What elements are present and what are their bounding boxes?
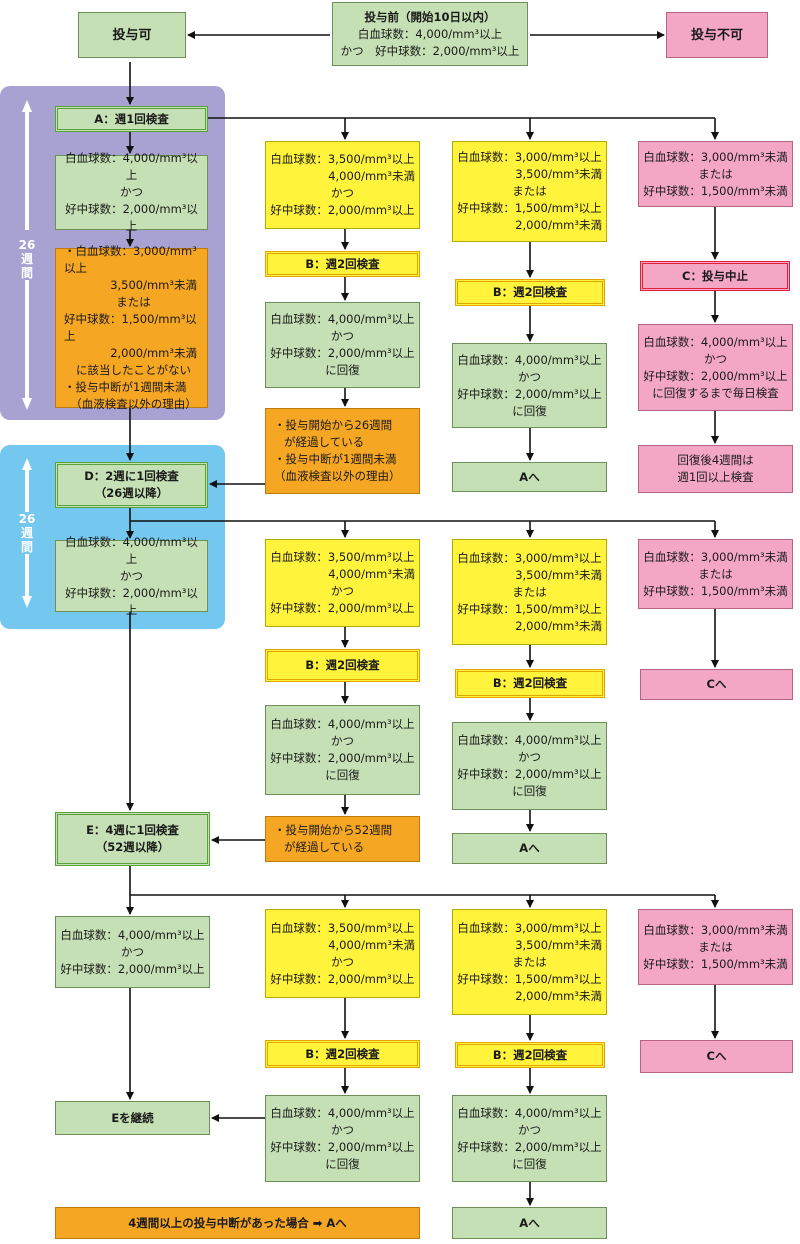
- phase-a-severe-decrease: 白血球数：3,000/mm³未満または好中球数：1,500/mm³未満: [638, 141, 793, 207]
- phase-d-to-c: Cへ: [640, 669, 793, 700]
- phase-d-to-a: Aへ: [452, 833, 607, 864]
- phase-d-step-b-col2: B：週2回検査: [265, 649, 420, 682]
- phase-e-normal-counts: 白血球数：4,000/mm³以上かつ好中球数：2,000/mm³以上: [55, 916, 210, 988]
- phase-a-step-b-col2: B：週2回検査: [265, 251, 420, 277]
- phase-a-to-a: Aへ: [452, 462, 607, 492]
- phase-e-severe-decrease: 白血球数：3,000/mm³未満または好中球数：1,500/mm³未満: [638, 909, 793, 985]
- interruption-note: 4週間以上の投与中断があった場合 ➡ Aへ: [55, 1207, 420, 1239]
- phase-c-daily-check: 白血球数：4,000/mm³以上かつ 好中球数：2,000/mm³以上に回復する…: [638, 324, 793, 411]
- step-a-header: A：週1回検査: [55, 106, 208, 132]
- phase-d-duration-arrow: [22, 458, 32, 608]
- dose-ok-box: 投与可: [78, 12, 186, 58]
- phase-a-duration-arrow: [22, 100, 32, 410]
- phase-d-recovery-col3: 白血球数：4,000/mm³以上かつ 好中球数：2,000/mm³以上に回復: [452, 722, 607, 810]
- phase-e-continue: Eを継続: [55, 1101, 210, 1135]
- phase-e-to-a: Aへ: [452, 1207, 607, 1239]
- phase-e-step-b-col2: B：週2回検査: [265, 1040, 420, 1068]
- step-e-header: E：4週に1回検査（52週以降）: [55, 812, 210, 866]
- phase-a-step-b-col3: B：週2回検査: [455, 279, 605, 306]
- phase-a-transition-conditions: ・白血球数：3,000/mm³以上 3,500/mm³未満 または 好中球数：1…: [55, 244, 208, 411]
- phase-d-to-e-conditions: ・投与開始から52週間が経過している: [265, 816, 420, 862]
- phase-e-to-c: Cへ: [640, 1040, 793, 1073]
- phase-c-after-recovery: 回復後4週間は週1回以上検査: [638, 445, 793, 493]
- dose-ng-box: 投与不可: [666, 12, 768, 58]
- phase-a-recovery-col2: 白血球数：4,000/mm³以上かつ 好中球数：2,000/mm³以上に回復: [265, 302, 420, 388]
- phase-a-recovery-col3: 白血球数：4,000/mm³以上かつ 好中球数：2,000/mm³以上に回復: [452, 343, 607, 428]
- phase-e-step-b-col3: B：週2回検査: [455, 1042, 605, 1068]
- phase-d-step-b-col3: B：週2回検査: [455, 669, 605, 698]
- phase-d-severe-decrease: 白血球数：3,000/mm³未満または好中球数：1,500/mm³未満: [638, 539, 793, 609]
- phase-a-normal-counts: 白血球数：4,000/mm³以上かつ好中球数：2,000/mm³以上: [55, 151, 208, 233]
- phase-e-recovery-col3: 白血球数：4,000/mm³以上かつ 好中球数：2,000/mm³以上に回復: [452, 1095, 607, 1182]
- phase-a-to-d-conditions: ・投与開始から26週間が経過している ・投与中断が1週間未満（血液検査以外の理由…: [265, 408, 420, 494]
- phase-a-band-label: 26週間: [18, 238, 36, 280]
- phase-e-recovery-col2: 白血球数：4,000/mm³以上かつ 好中球数：2,000/mm³以上に回復: [265, 1095, 420, 1182]
- phase-d-band-label: 26週間: [18, 512, 36, 554]
- pre-dose-condition: 投与前（開始10日以内） 白血球数：4,000/mm³以上 かつ 好中球数：2,…: [332, 2, 528, 66]
- phase-d-normal-counts: 白血球数：4,000/mm³以上かつ好中球数：2,000/mm³以上: [55, 535, 208, 617]
- step-c-stop: C：投与中止: [640, 261, 790, 291]
- phase-d-recovery-col2: 白血球数：4,000/mm³以上かつ 好中球数：2,000/mm³以上に回復: [265, 705, 420, 795]
- step-d-header: D：2週に1回検査（26週以降）: [55, 462, 208, 508]
